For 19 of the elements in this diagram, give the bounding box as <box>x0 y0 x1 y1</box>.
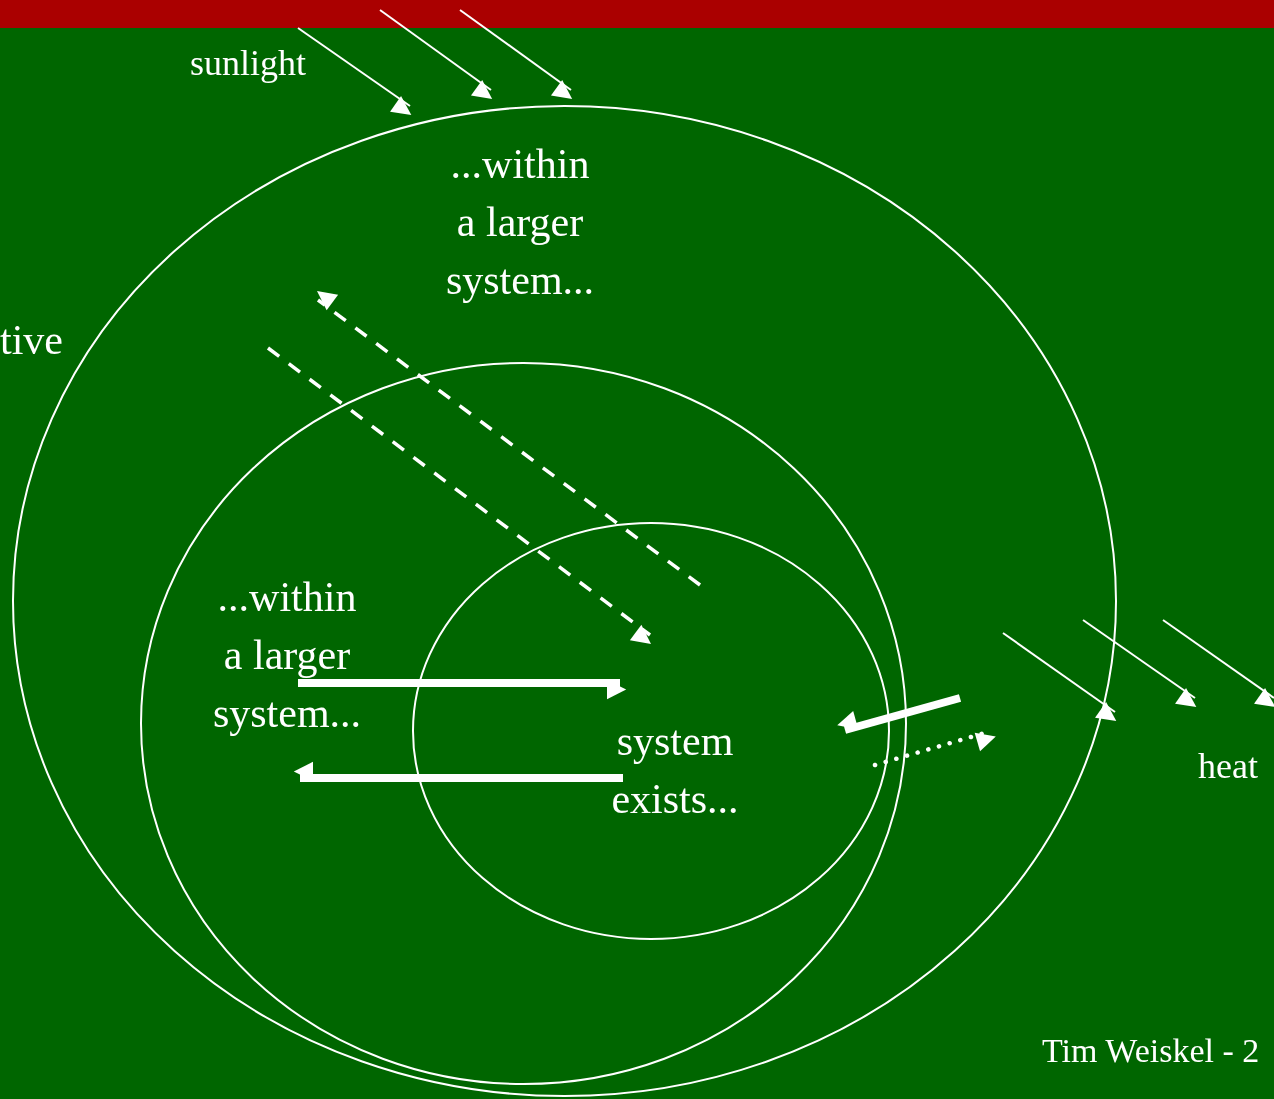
arrow <box>1002 632 1117 721</box>
inner-system-ellipse <box>412 522 890 940</box>
arrow <box>379 9 493 99</box>
dashed-arrow <box>316 291 702 587</box>
arrow <box>298 679 627 700</box>
dotted-arrow <box>872 729 996 768</box>
arrow <box>459 9 573 99</box>
dashed-arrow <box>266 346 652 644</box>
arrow <box>837 694 962 734</box>
sunlight-label: sunlight <box>190 42 306 84</box>
arrow <box>297 27 412 115</box>
system-label: ...within a larger system... <box>444 140 596 305</box>
author-credit: Tim Weiskel - 2 <box>1042 1032 1260 1070</box>
arrow <box>1082 619 1197 707</box>
system-label: system exists... <box>610 717 740 824</box>
partial-label: tive <box>0 316 63 364</box>
system-label: ...within a larger system... <box>211 573 363 738</box>
middle-system-ellipse <box>140 362 907 1085</box>
heat-label: heat <box>1198 745 1258 787</box>
